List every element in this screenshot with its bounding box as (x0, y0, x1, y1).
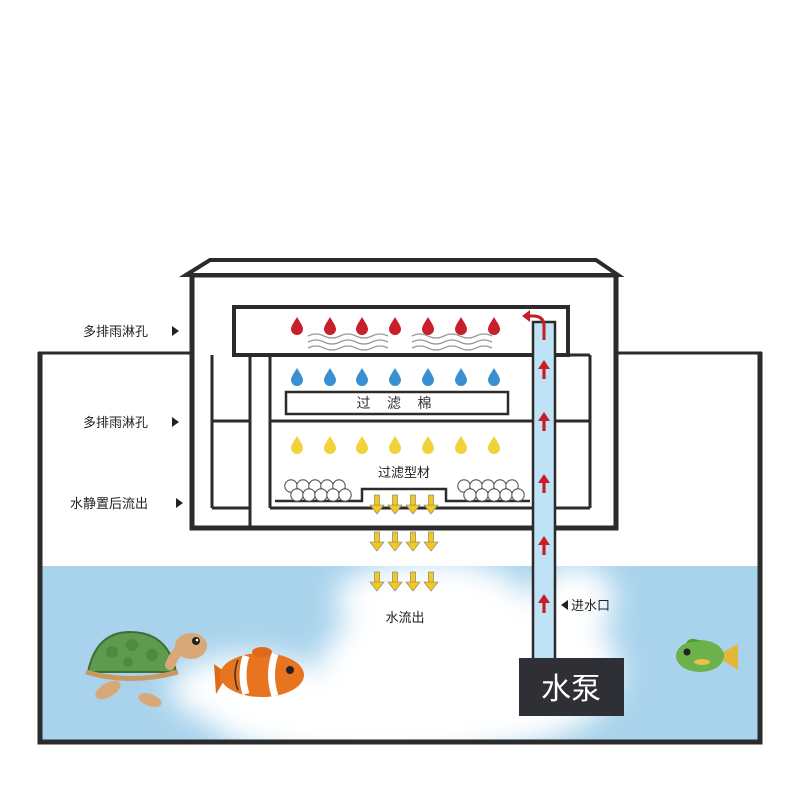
bio-ball-icon (457, 479, 525, 502)
tray-wave-lines (307, 333, 493, 351)
static-outflow-label: 水静置后流出 (70, 497, 148, 512)
clownfish-icon (214, 647, 304, 698)
rain-holes-upper-label: 多排雨淋孔 (83, 324, 148, 340)
turtle-icon (85, 630, 207, 707)
curved-arrow-icon (522, 310, 546, 340)
water-inlet-label: 进水口 (571, 599, 610, 614)
right-triangle-icon (172, 326, 179, 336)
pump-box (519, 658, 624, 716)
filter-media-label: 过滤型材 (378, 466, 430, 481)
fish-icon (676, 638, 738, 672)
tank-outline (37, 352, 763, 745)
right-triangle-icon (172, 417, 179, 427)
filter-cotton-label: 过 滤 棉 (357, 395, 438, 412)
rain-holes-lower-label: 多排雨淋孔 (83, 415, 148, 431)
right-triangle-icon (176, 498, 183, 508)
left-triangle-icon (561, 600, 568, 610)
filter-box (179, 258, 625, 531)
bio-ball-icon (284, 479, 352, 502)
pump-label: 水泵 (541, 672, 601, 707)
water-outflow-label: 水流出 (385, 611, 424, 626)
filter-cotton-bar (284, 390, 510, 416)
